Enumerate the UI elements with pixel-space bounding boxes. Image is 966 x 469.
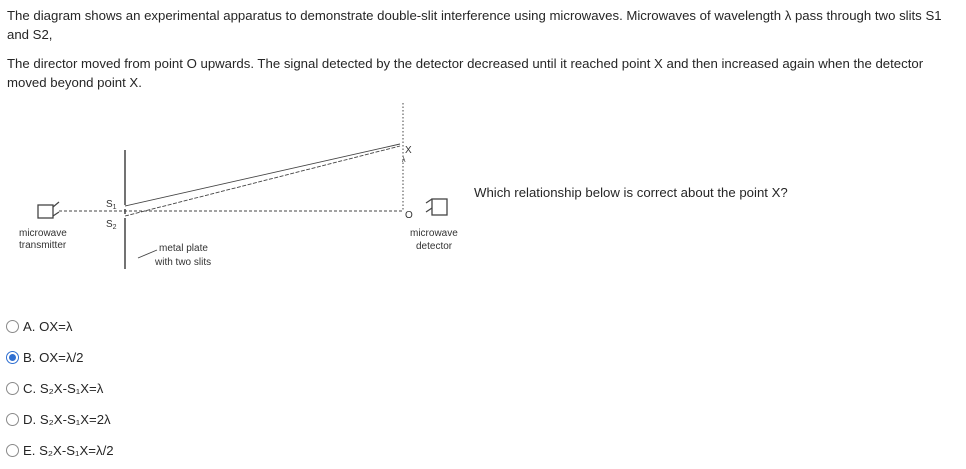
option-b-radio[interactable] — [6, 351, 19, 364]
plate-label-2: with two slits — [154, 257, 211, 268]
question-paragraph-2: The director moved from point O upwards.… — [7, 56, 924, 90]
option-b-label: B. OX=λ/2 — [23, 350, 84, 365]
option-c[interactable]: C. S₂X-S₁X=λ — [6, 373, 114, 404]
option-c-radio[interactable] — [6, 382, 19, 395]
detector-icon — [431, 198, 448, 216]
option-c-label: C. S₂X-S₁X=λ — [23, 381, 104, 396]
answer-options: A. OX=λ B. OX=λ/2 C. S₂X-S₁X=λ D. S₂X-S₁… — [6, 311, 114, 466]
transmitter-label: microwave — [19, 228, 67, 239]
option-a-label: A. OX=λ — [23, 319, 73, 334]
option-d-radio[interactable] — [6, 413, 19, 426]
transmitter-label-2: transmitter — [19, 240, 67, 251]
point-x-label: X — [405, 145, 412, 156]
option-a[interactable]: A. OX=λ — [6, 311, 114, 342]
detector-label-2: detector — [416, 241, 453, 252]
option-d[interactable]: D. S₂X-S₁X=2λ — [6, 404, 114, 435]
slit-1-label: S1 — [106, 199, 117, 211]
ray-s2-x — [124, 145, 401, 217]
point-o-label: O — [405, 210, 413, 221]
question-prompt: Which relationship below is correct abou… — [474, 185, 788, 200]
option-e[interactable]: E. S₂X-S₁X=λ/2 — [6, 435, 114, 466]
detector-label: microwave — [410, 228, 458, 239]
option-b[interactable]: B. OX=λ/2 — [6, 342, 114, 373]
option-e-radio[interactable] — [6, 444, 19, 457]
double-slit-diagram: microwave transmitter S1 S2 X λ O microw… — [19, 103, 458, 269]
option-a-radio[interactable] — [6, 320, 19, 333]
question-paragraph-1: The diagram shows an experimental appara… — [7, 8, 942, 42]
option-e-label: E. S₂X-S₁X=λ/2 — [23, 443, 114, 458]
transmitter-icon — [37, 204, 54, 219]
slit-2-label: S2 — [106, 219, 117, 231]
lambda-mark: λ — [402, 157, 406, 164]
option-d-label: D. S₂X-S₁X=2λ — [23, 412, 111, 427]
plate-label: metal plate — [159, 243, 208, 254]
ray-s1-x — [124, 143, 401, 207]
